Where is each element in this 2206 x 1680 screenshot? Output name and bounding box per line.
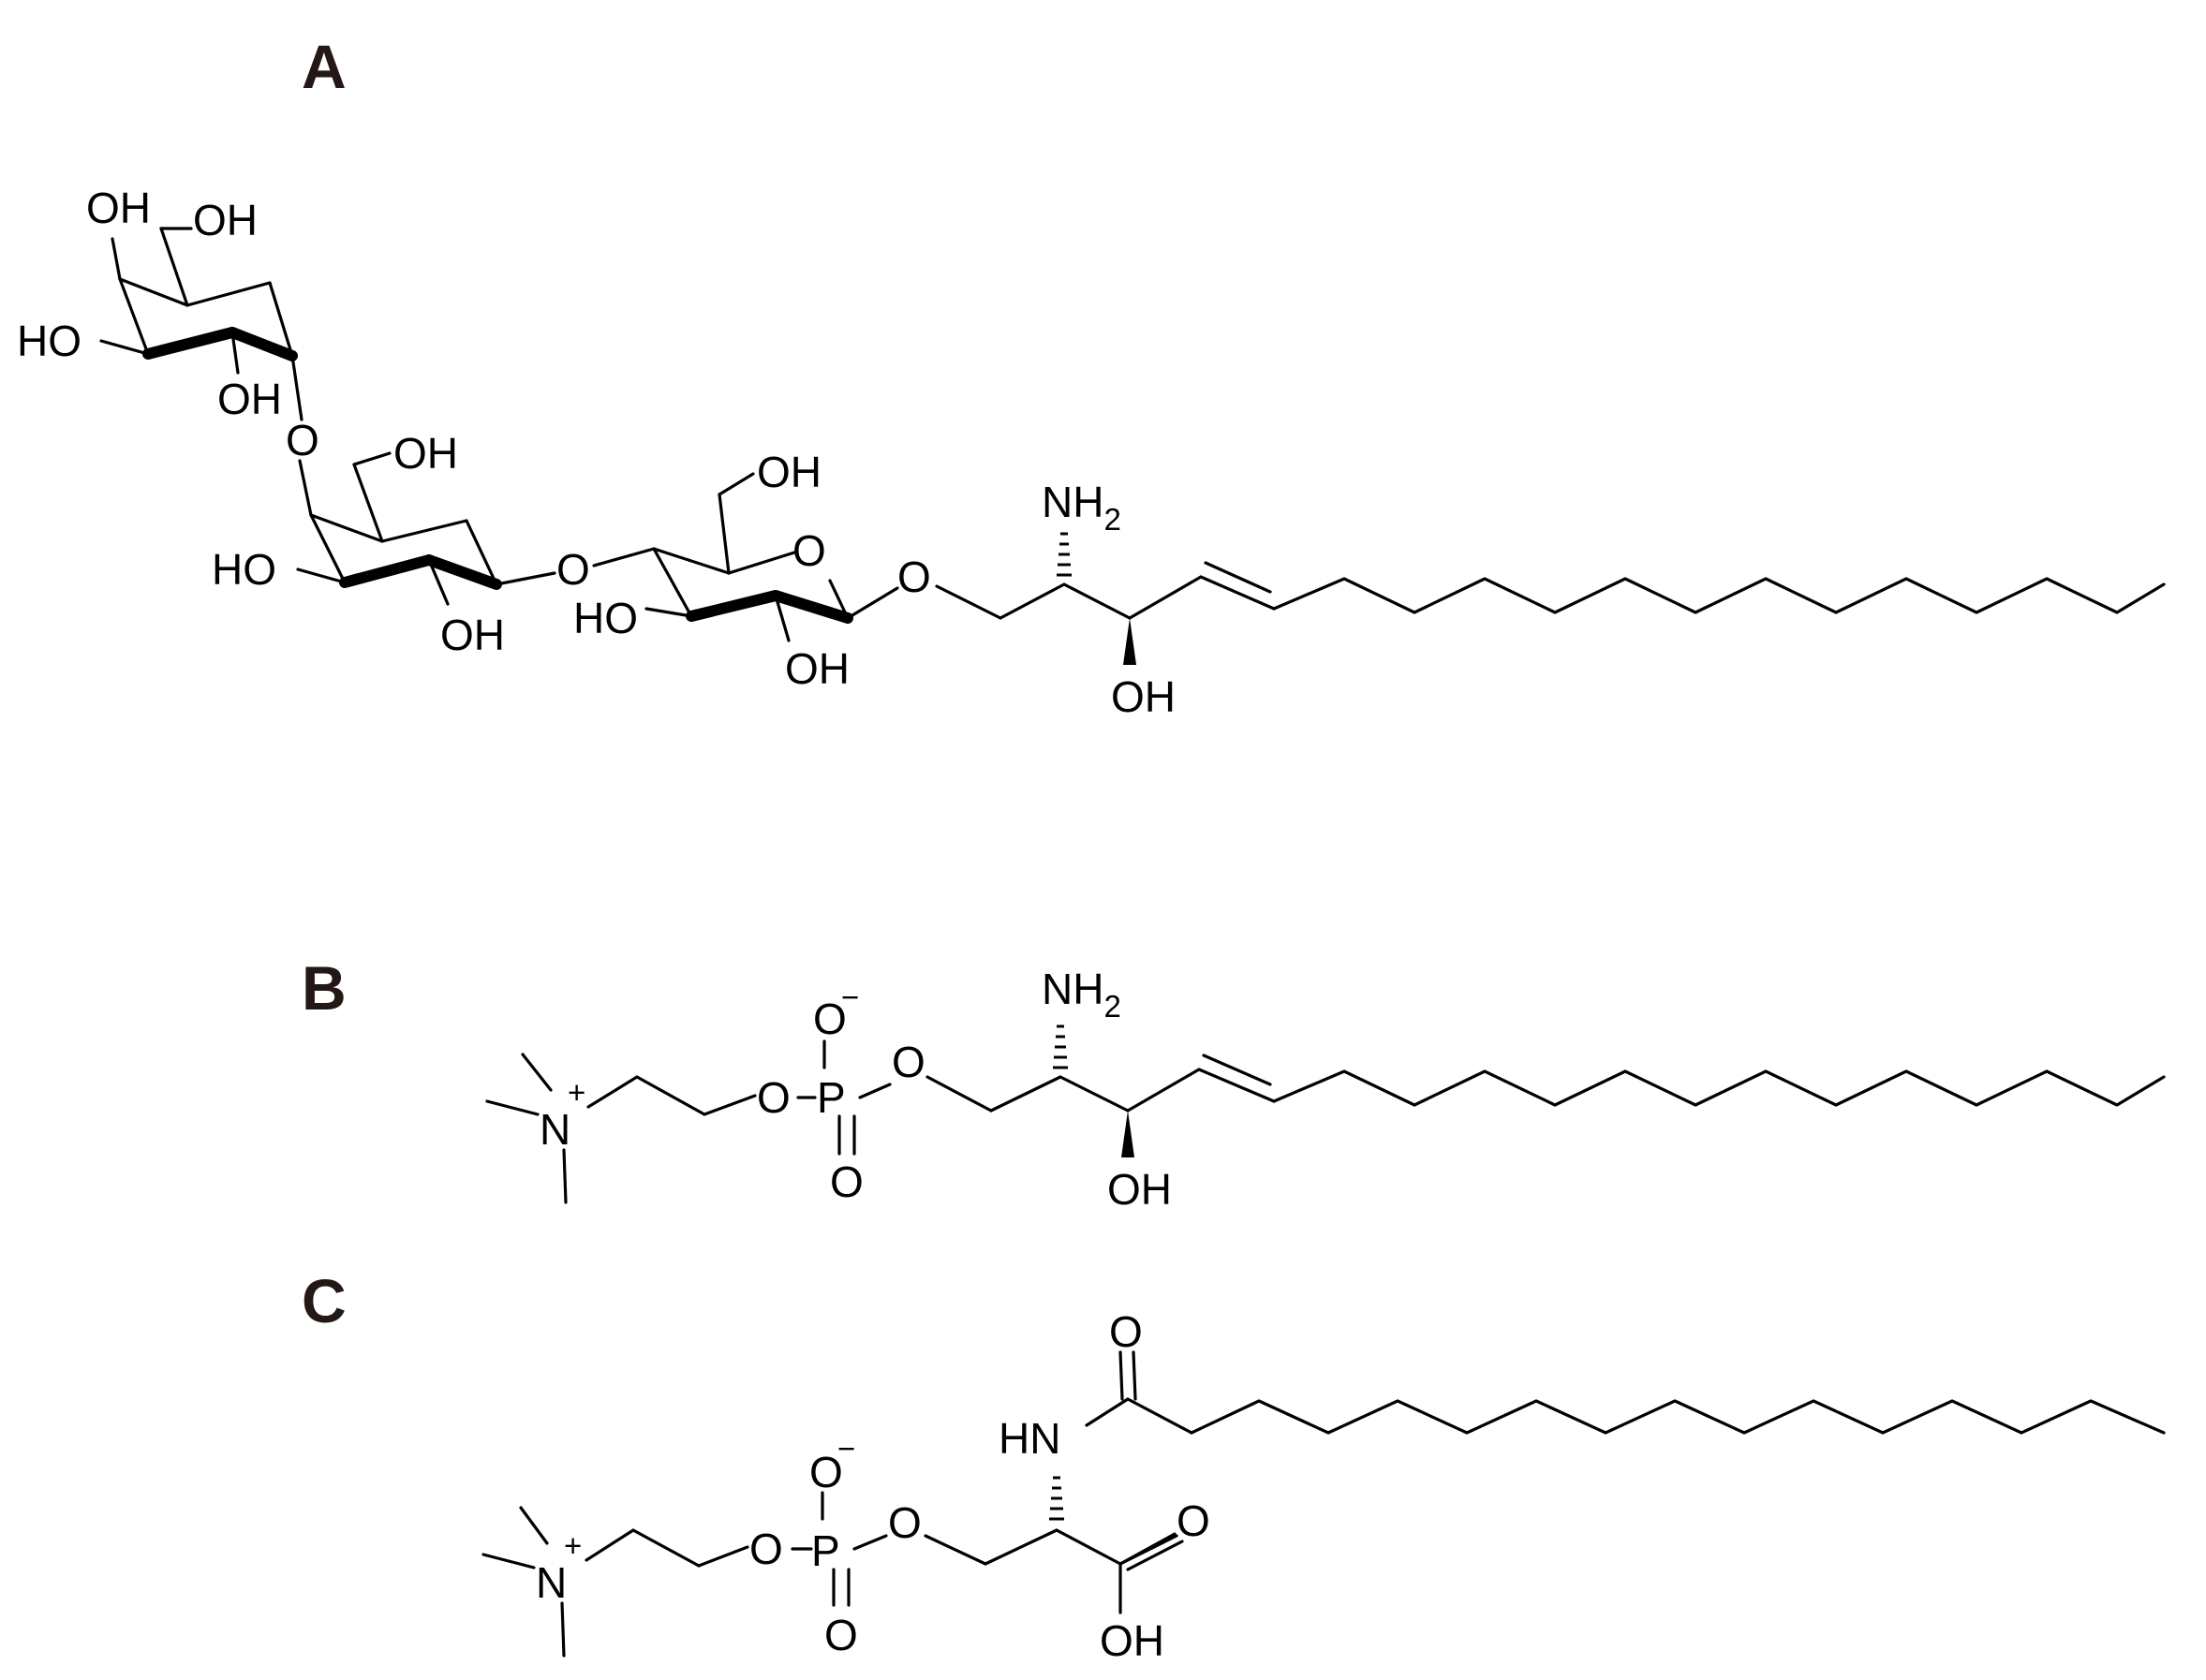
alkyl-chain-a — [1272, 577, 2166, 614]
atom-oh: OH — [785, 644, 850, 693]
hashed-bond — [1053, 1024, 1068, 1069]
sphingosine-backbone-a — [935, 532, 1276, 665]
atom-o: O — [813, 995, 847, 1043]
choline-head-c — [481, 1350, 1193, 1658]
atom-oh: OH — [86, 184, 151, 232]
atom-oh: OH — [1100, 1616, 1164, 1665]
charge-minus: − — [841, 980, 859, 1014]
alkyl-chain-b — [1272, 1069, 2166, 1107]
hashed-bond — [1049, 1476, 1064, 1521]
sugar-ring-middle — [296, 451, 556, 606]
atom-o: O — [892, 1038, 925, 1086]
atom-oh: OH — [193, 196, 258, 244]
charge-plus: + — [568, 1075, 585, 1110]
atom-o: O — [809, 1448, 843, 1496]
hashed-bond — [1057, 532, 1072, 577]
atom-o: O — [824, 1611, 858, 1659]
atom-o: O — [749, 1525, 783, 1573]
atom-o: O — [286, 416, 319, 464]
atom-nh2: NH2 — [1042, 965, 1121, 1024]
atom-o: O — [1109, 1307, 1143, 1356]
atom-p: P — [811, 1526, 840, 1575]
panel-label-c: C — [302, 1266, 347, 1335]
atom-oh: OH — [1107, 1165, 1172, 1214]
atom-o: O — [792, 526, 826, 575]
atom-oh: OH — [393, 429, 458, 478]
sugar-ring-top — [99, 227, 304, 421]
atom-hn: HN — [999, 1414, 1060, 1463]
panel-label-b: B — [302, 953, 347, 1023]
atom-o: O — [888, 1498, 922, 1547]
atom-o: O — [1177, 1496, 1210, 1545]
choline-head-b — [485, 1024, 1276, 1204]
atom-o: O — [757, 1073, 791, 1122]
atom-o: O — [556, 545, 590, 594]
charge-minus: − — [837, 1431, 855, 1466]
sugar-ring-right — [644, 472, 899, 642]
carbonyl-double-bond — [1126, 1540, 1184, 1571]
atom-oh: OH — [440, 611, 505, 659]
atom-oh: OH — [757, 448, 822, 496]
atom-o: O — [830, 1157, 864, 1206]
atom-o: O — [897, 553, 931, 601]
wedge-bond — [1121, 1111, 1134, 1157]
charge-plus: + — [564, 1528, 582, 1563]
atom-ho: HO — [17, 317, 81, 365]
atom-oh: OH — [217, 375, 282, 423]
acyl-chain-c — [1190, 1399, 2166, 1435]
atom-ho: HO — [573, 594, 638, 642]
atom-p: P — [817, 1073, 846, 1122]
panel-label-a: A — [302, 32, 347, 101]
atom-nh2: NH2 — [1042, 478, 1121, 537]
wedge-bond — [1123, 618, 1136, 665]
atom-ho: HO — [212, 545, 276, 594]
atom-oh: OH — [1111, 672, 1176, 721]
atom-n: N — [536, 1558, 567, 1607]
atom-n: N — [540, 1105, 570, 1154]
